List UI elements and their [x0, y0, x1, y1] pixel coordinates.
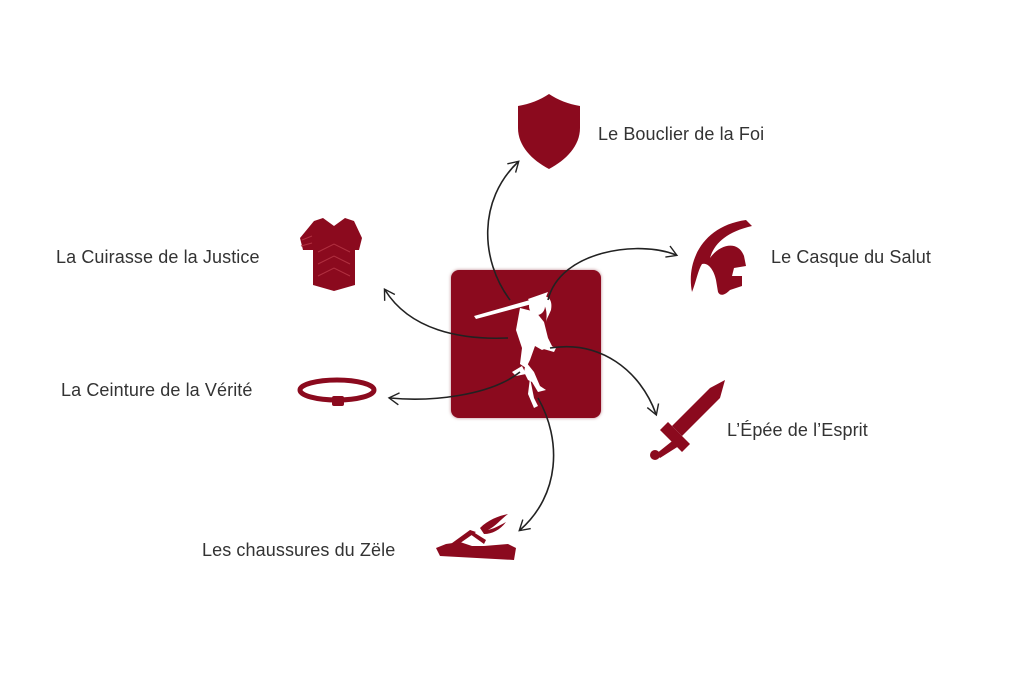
label-shield: Le Bouclier de la Foi — [598, 124, 765, 144]
arrow-to-shield — [486, 160, 520, 301]
label-belt: La Ceinture de la Vérité — [61, 380, 253, 400]
label-sword: L’Épée de l’Esprit — [727, 420, 868, 440]
shield-icon — [518, 94, 580, 169]
belt-icon — [297, 377, 377, 406]
sword-icon — [650, 380, 725, 460]
arrow-to-helmet — [547, 245, 679, 301]
label-breastplate: La Cuirasse de la Justice — [56, 247, 260, 267]
arrow-to-sword — [549, 346, 660, 417]
helmet-icon — [690, 220, 752, 295]
arrow-to-shoes — [518, 397, 555, 532]
breastplate-icon — [300, 218, 362, 291]
label-shoes: Les chaussures du Zële — [202, 540, 396, 560]
label-helmet: Le Casque du Salut — [771, 247, 931, 267]
arrow-to-belt — [387, 371, 521, 406]
arrow-to-breastplate — [383, 287, 509, 340]
winged-sandal-icon — [436, 514, 516, 560]
